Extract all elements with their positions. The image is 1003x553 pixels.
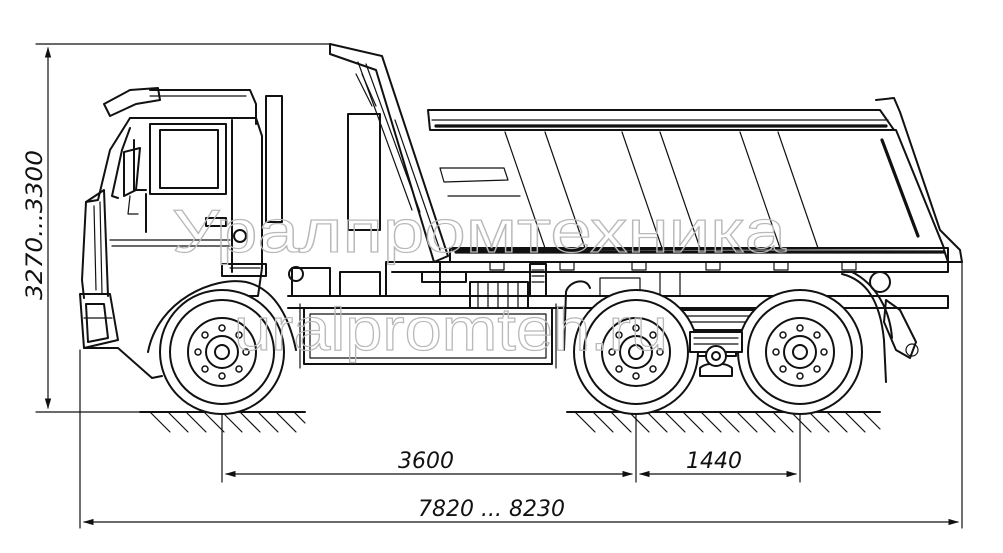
watermark-line2: uralpromteh.ru [234,296,668,363]
wheelbase-rear-label: 1440 [686,449,742,474]
length-dimension: 7820 ... 8230 [79,261,963,529]
overall-length-label: 7820 ... 8230 [418,497,565,522]
front-wheel [159,289,285,415]
ground-right [566,411,881,433]
rear-wheel-2 [737,289,863,415]
watermark: Уралпромтехника uralpromteh.ru [171,197,787,363]
watermark-line1: Уралпромтехника [172,198,787,265]
dump-body [329,43,963,273]
height-label: 3270...3300 [23,150,48,300]
height-dimension: 3270...3300 [23,43,331,413]
wheelbase-front-label: 3600 [398,449,454,474]
cab [79,87,297,379]
bogie-link [689,331,743,367]
wheelbase-dimension: 3600 1440 [221,413,801,483]
